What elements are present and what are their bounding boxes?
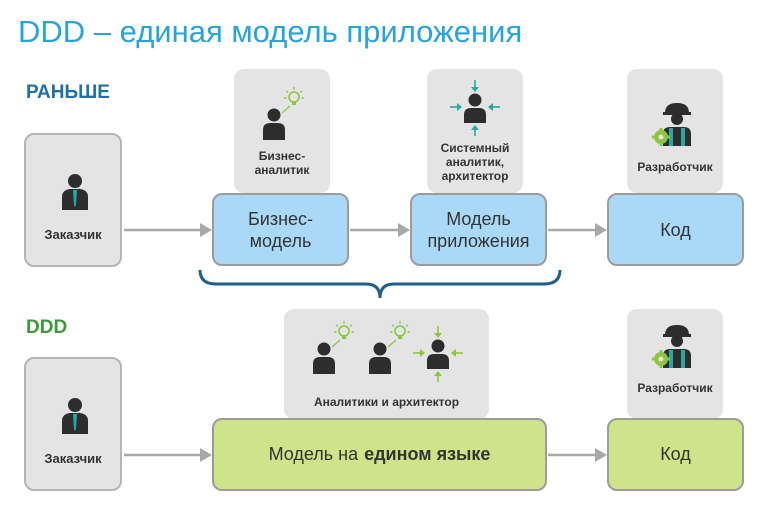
app-model-box: Модель приложения (410, 193, 547, 266)
unified-model-prefix: Модель на (268, 444, 359, 464)
developer-icon (652, 325, 691, 368)
developer-card-before: Разработчик (627, 69, 723, 193)
business-analyst-card: Бизнес- аналитик (234, 69, 330, 193)
customer-card-before: Заказчик (24, 133, 122, 267)
arrowhead (398, 223, 410, 237)
arrowhead (595, 448, 607, 462)
analysts-card: Аналитики и архитектор (284, 309, 489, 419)
analysts-label: Аналитики и архитектор (313, 395, 460, 409)
developer-label-ddd: Разработчик (637, 381, 713, 395)
arrowhead (200, 223, 212, 237)
unified-model-emphasis: едином языке (364, 444, 491, 464)
section-label-before: РАНЬШЕ (26, 82, 110, 103)
arrowhead (595, 223, 607, 237)
unified-model-box: Модель на едином языке (212, 418, 547, 491)
business-analyst-label: Бизнес- аналитик (254, 149, 310, 177)
developer-label-before: Разработчик (637, 160, 713, 174)
business-model-label: Бизнес- модель (247, 208, 314, 251)
system-analyst-icon (450, 80, 500, 136)
page-title: DDD – единая модель приложения (18, 14, 523, 49)
code-box-before: Код (607, 193, 744, 266)
arrowhead (200, 448, 212, 462)
customer-icon (62, 398, 88, 434)
code-label-ddd: Код (660, 444, 691, 464)
customer-card-ddd: Заказчик (24, 357, 122, 491)
system-analyst-card: Системный аналитик, архитектор (427, 69, 523, 193)
customer-label-ddd: Заказчик (44, 451, 102, 466)
app-model-label: Модель приложения (427, 208, 530, 251)
business-analyst-icon (313, 321, 354, 374)
developer-icon (652, 103, 691, 146)
developer-card-ddd: Разработчик (627, 309, 723, 419)
business-analyst-icon (263, 87, 304, 140)
business-model-box: Бизнес- модель (212, 193, 349, 266)
code-label-before: Код (660, 219, 691, 240)
customer-label-before: Заказчик (44, 227, 102, 242)
grouping-brace (198, 269, 562, 299)
customer-icon (62, 174, 88, 210)
code-box-ddd: Код (607, 418, 744, 491)
section-label-ddd: DDD (26, 317, 68, 338)
business-analyst-icon (369, 321, 410, 374)
architect-icon (413, 326, 463, 382)
system-analyst-label: Системный аналитик, архитектор (440, 141, 510, 183)
